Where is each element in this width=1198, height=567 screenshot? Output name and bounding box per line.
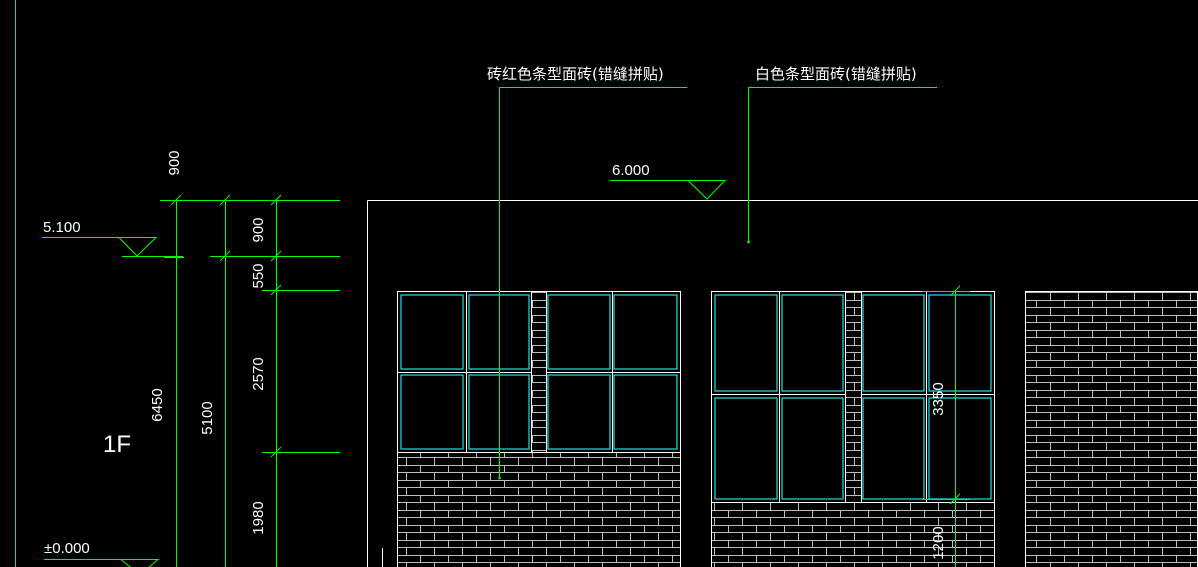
dim-top-900: 900 (166, 150, 183, 175)
dim-1980: 1980 (250, 501, 267, 534)
dim-6450: 6450 (149, 388, 166, 421)
window-dimension (922, 285, 970, 567)
dim-900: 900 (250, 217, 267, 242)
elevation-ground-text: ±0.000 (44, 540, 90, 557)
dim-5100: 5100 (199, 401, 216, 434)
callout-right-text: 白色条型面砖(错缝拼贴) (755, 65, 917, 83)
dim-550: 550 (250, 263, 267, 288)
dimension-chains (160, 194, 340, 567)
dim-1200: 1200 (930, 526, 947, 559)
facade-bay-3 (1025, 291, 1198, 567)
elevation-5100-text: 5.100 (43, 219, 81, 236)
dim-2570: 2570 (250, 357, 267, 390)
elevation-marker-ground: ±0.000 (44, 540, 160, 567)
callout-leader-right (748, 87, 937, 242)
callout-leader-left (499, 87, 687, 478)
floor-label: 1F (103, 431, 131, 458)
elevation-roof-text: 6.000 (612, 162, 650, 179)
callout-left-text: 砖红色条型面砖(错缝拼贴) (487, 65, 664, 83)
elevation-marker-roof: 6.000 (610, 162, 727, 200)
dim-3350: 3350 (930, 382, 947, 415)
building-outline (367, 200, 1198, 567)
elevation-marker-5100: 5.100 (42, 219, 183, 257)
facade-bay-1 (397, 291, 681, 567)
